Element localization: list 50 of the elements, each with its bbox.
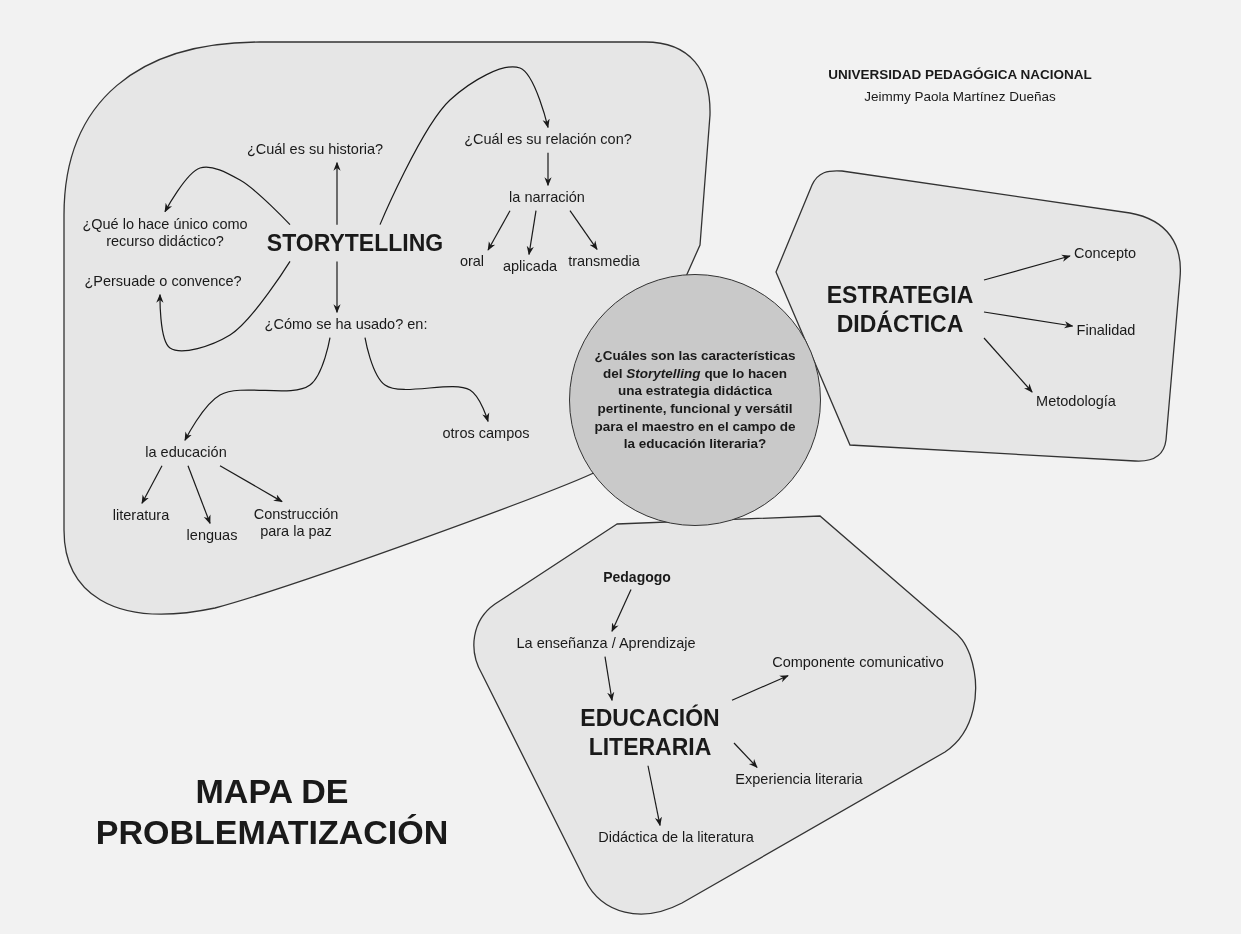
arrow	[333, 161, 341, 226]
arrow	[544, 152, 552, 187]
arrow	[733, 742, 758, 768]
author-name: Jeimmy Paola Martínez Dueñas	[864, 89, 1056, 104]
concept-label: transmedia	[568, 253, 640, 271]
arrow	[983, 311, 1074, 329]
concept-label: ¿Cuál es su relación con?	[464, 131, 632, 149]
map-title: MAPA DE PROBLEMATIZACIÓN	[94, 771, 450, 853]
arrow	[164, 166, 291, 226]
arrow	[141, 465, 163, 505]
concept-label: Finalidad	[1076, 322, 1136, 340]
arrow	[184, 337, 331, 442]
arrow	[219, 465, 283, 503]
concept-label: Metodología	[1036, 393, 1116, 411]
concept-label: Experiencia literaria	[735, 771, 863, 789]
concept-label: ¿Persuade o convence?	[84, 273, 242, 291]
arrow	[187, 465, 211, 525]
topic-heading: ESTRATEGIA DIDÁCTICA	[820, 281, 980, 339]
institution-name: UNIVERSIDAD PEDAGÓGICA NACIONAL	[828, 67, 1092, 82]
concept-label: Didáctica de la literatura	[598, 829, 754, 847]
arrow	[156, 260, 291, 352]
arrow	[487, 210, 511, 251]
concept-label: Construcción para la paz	[241, 505, 351, 541]
concept-label: La enseñanza / Aprendizaje	[516, 635, 696, 653]
arrow	[379, 66, 550, 226]
concept-label: literatura	[112, 507, 170, 525]
arrow	[611, 588, 632, 633]
arrow	[364, 337, 490, 423]
topic-heading: STORYTELLING	[266, 228, 444, 258]
concept-label: la educación	[145, 444, 227, 462]
arrow	[731, 675, 789, 701]
arrow	[983, 254, 1071, 281]
concept-label: Componente comunicativo	[772, 654, 944, 672]
arrow	[569, 210, 598, 251]
topic-heading: EDUCACIÓN LITERARIA	[570, 704, 730, 762]
concept-label: la narración	[509, 189, 585, 207]
concept-label: ¿Cuál es su historia?	[246, 141, 384, 159]
concept-label: ¿Qué lo hace único como recurso didáctico?	[77, 215, 253, 251]
arrow	[526, 210, 537, 256]
concept-label: Pedagogo	[603, 568, 671, 586]
concept-label: otros campos	[442, 425, 530, 443]
concept-label: lenguas	[186, 527, 238, 545]
concept-label: ¿Cómo se ha usado? en:	[264, 316, 428, 334]
arrow	[604, 656, 615, 702]
arrow	[333, 260, 341, 314]
concept-label: aplicada	[503, 258, 557, 276]
concept-label: oral	[459, 253, 485, 271]
arrow	[983, 337, 1033, 393]
arrow	[647, 765, 662, 827]
concept-label: Concepto	[1073, 245, 1137, 263]
